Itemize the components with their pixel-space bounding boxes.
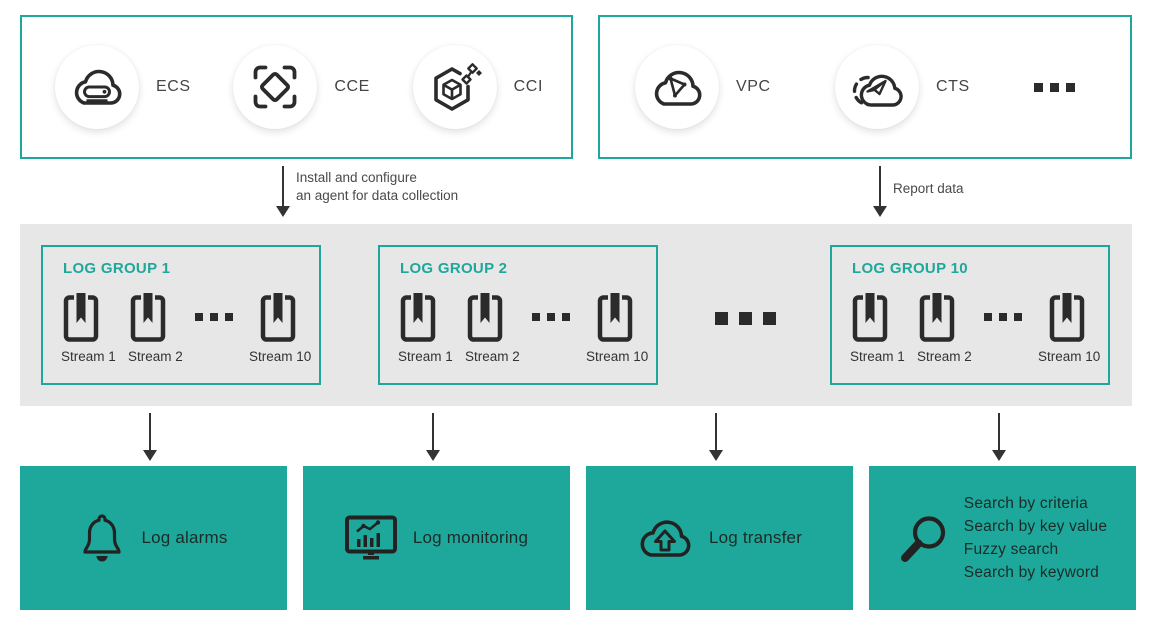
ecs-circle: [55, 45, 139, 129]
log-group-1-box: LOG GROUP 1 Stream 1 Stream 2 Stream 10: [41, 245, 321, 385]
log-monitoring-label: Log monitoring: [412, 528, 529, 547]
cts-label: CTS: [935, 78, 970, 95]
bell-icon: [83, 514, 122, 562]
log-group-10-box: LOG GROUP 10 Stream 1 Stream 2 Stream 10: [830, 245, 1110, 385]
stream-label: Stream 2: [917, 349, 972, 364]
log-alarms-label: Log alarms: [141, 528, 228, 547]
log-stream-icon: [919, 293, 955, 343]
brackets-diamond-icon: [253, 65, 297, 109]
stream-ellipsis-icon: [984, 313, 1022, 321]
cce-label: CCE: [334, 78, 370, 95]
search-feature-line: Search by keyword: [963, 564, 1100, 581]
cloud-server-icon: [74, 69, 122, 105]
log-stream-icon: [130, 293, 166, 343]
arrow-install-agent: [276, 166, 290, 217]
install-agent-label-line1: Install and configure: [296, 170, 417, 185]
log-group-2-title: LOG GROUP 2: [400, 260, 508, 277]
service-cce: CCE: [233, 45, 370, 129]
report-data-label: Report data: [893, 181, 964, 196]
log-groups-ellipsis-icon: [715, 312, 776, 325]
compute-sources-box: ECS CCE: [20, 15, 573, 159]
cloud-trace-icon: [852, 74, 903, 107]
search-feature-line: Search by criteria: [963, 495, 1088, 512]
cce-circle: [233, 45, 318, 129]
arrow-to-log-alarms: [143, 413, 157, 461]
service-cci: CCI: [412, 45, 543, 129]
stream-ellipsis-icon: [195, 313, 233, 321]
cloud-upload-icon: [640, 520, 691, 557]
stream-label: Stream 10: [249, 349, 312, 364]
search-features-list: Search by criteria Search by key value F…: [964, 492, 1107, 584]
log-monitoring-box: Log monitoring: [303, 466, 570, 610]
log-transfer-box: Log transfer: [586, 466, 853, 610]
arrow-to-log-monitoring: [426, 413, 440, 461]
log-alarms-box: Log alarms: [20, 466, 287, 610]
log-group-2-box: LOG GROUP 2 Stream 1 Stream 2 Stream 10: [378, 245, 658, 385]
vpc-circle: [635, 45, 719, 129]
log-stream-icon: [1049, 293, 1085, 343]
arrow-to-log-transfer: [709, 413, 723, 461]
log-stream-icon: [467, 293, 503, 343]
hexagon-cube-icon: [433, 63, 482, 111]
log-search-box: Search by criteria Search by key value F…: [869, 466, 1136, 610]
stream-ellipsis-icon: [532, 313, 570, 321]
monitor-chart-icon: [344, 515, 397, 560]
arrow-to-log-search: [992, 413, 1006, 461]
log-stream-icon: [400, 293, 436, 343]
vpc-label: VPC: [736, 78, 771, 95]
log-groups-band: LOG GROUP 1 Stream 1 Stream 2 Stream 10 …: [20, 224, 1132, 406]
service-cts: CTS: [834, 45, 970, 129]
search-feature-line: Search by key value: [963, 518, 1108, 535]
stream-label: Stream 1: [61, 349, 116, 364]
cloud-network-icon: [654, 70, 702, 106]
stream-label: Stream 10: [586, 349, 649, 364]
stream-label: Stream 2: [128, 349, 183, 364]
log-transfer-label: Log transfer: [708, 528, 803, 547]
log-group-10-title: LOG GROUP 10: [852, 260, 968, 277]
cts-circle: [834, 45, 919, 129]
magnifier-icon: [900, 516, 945, 562]
stream-label: Stream 1: [850, 349, 905, 364]
log-stream-icon: [260, 293, 296, 343]
cci-circle: [412, 45, 497, 129]
install-agent-label: Install and configure an agent for data …: [296, 169, 458, 204]
arrow-report-data: [873, 166, 887, 217]
stream-label: Stream 1: [398, 349, 453, 364]
service-ecs: ECS: [55, 45, 191, 129]
search-feature-line: Fuzzy search: [963, 541, 1059, 558]
ecs-label: ECS: [156, 78, 191, 95]
stream-label: Stream 2: [465, 349, 520, 364]
cloud-sources-box: VPC CTS: [598, 15, 1132, 159]
more-services-ellipsis-icon: [1033, 82, 1075, 92]
log-group-1-title: LOG GROUP 1: [63, 260, 171, 277]
log-stream-icon: [63, 293, 99, 343]
service-vpc: VPC: [635, 45, 771, 129]
install-agent-label-line2: an agent for data collection: [296, 187, 459, 203]
log-stream-icon: [597, 293, 633, 343]
stream-label: Stream 10: [1038, 349, 1101, 364]
log-stream-icon: [852, 293, 888, 343]
cci-label: CCI: [513, 78, 543, 95]
